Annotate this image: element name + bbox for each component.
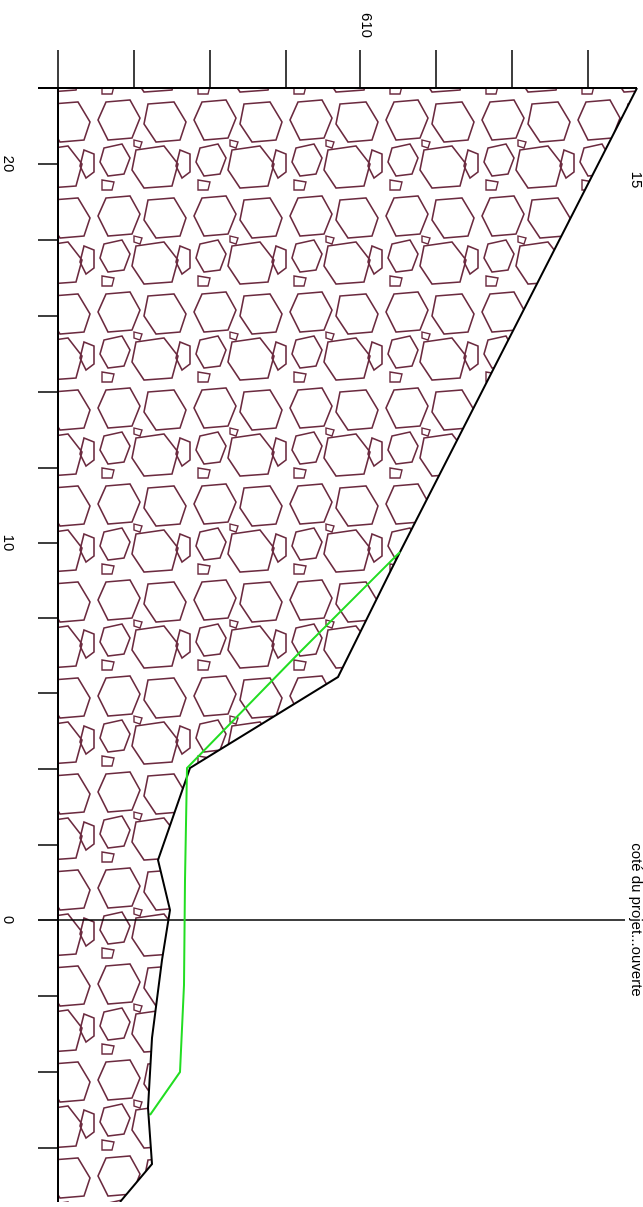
terrain-profile-line <box>119 87 638 1203</box>
corner-axis-label: 15 <box>628 172 643 189</box>
tick-label-20: 20 <box>0 156 17 173</box>
tick-label-10: 10 <box>0 535 17 552</box>
right-axis-label: coté du projet...ouverte <box>628 843 643 996</box>
tick-label-0: 0 <box>0 916 17 924</box>
top-axis-ticks <box>57 50 589 88</box>
rock-fill-area <box>58 88 637 1202</box>
top-axis-label: 610 <box>358 13 375 38</box>
project-profile-line <box>149 551 401 1116</box>
left-axis-ticks <box>38 163 58 1149</box>
